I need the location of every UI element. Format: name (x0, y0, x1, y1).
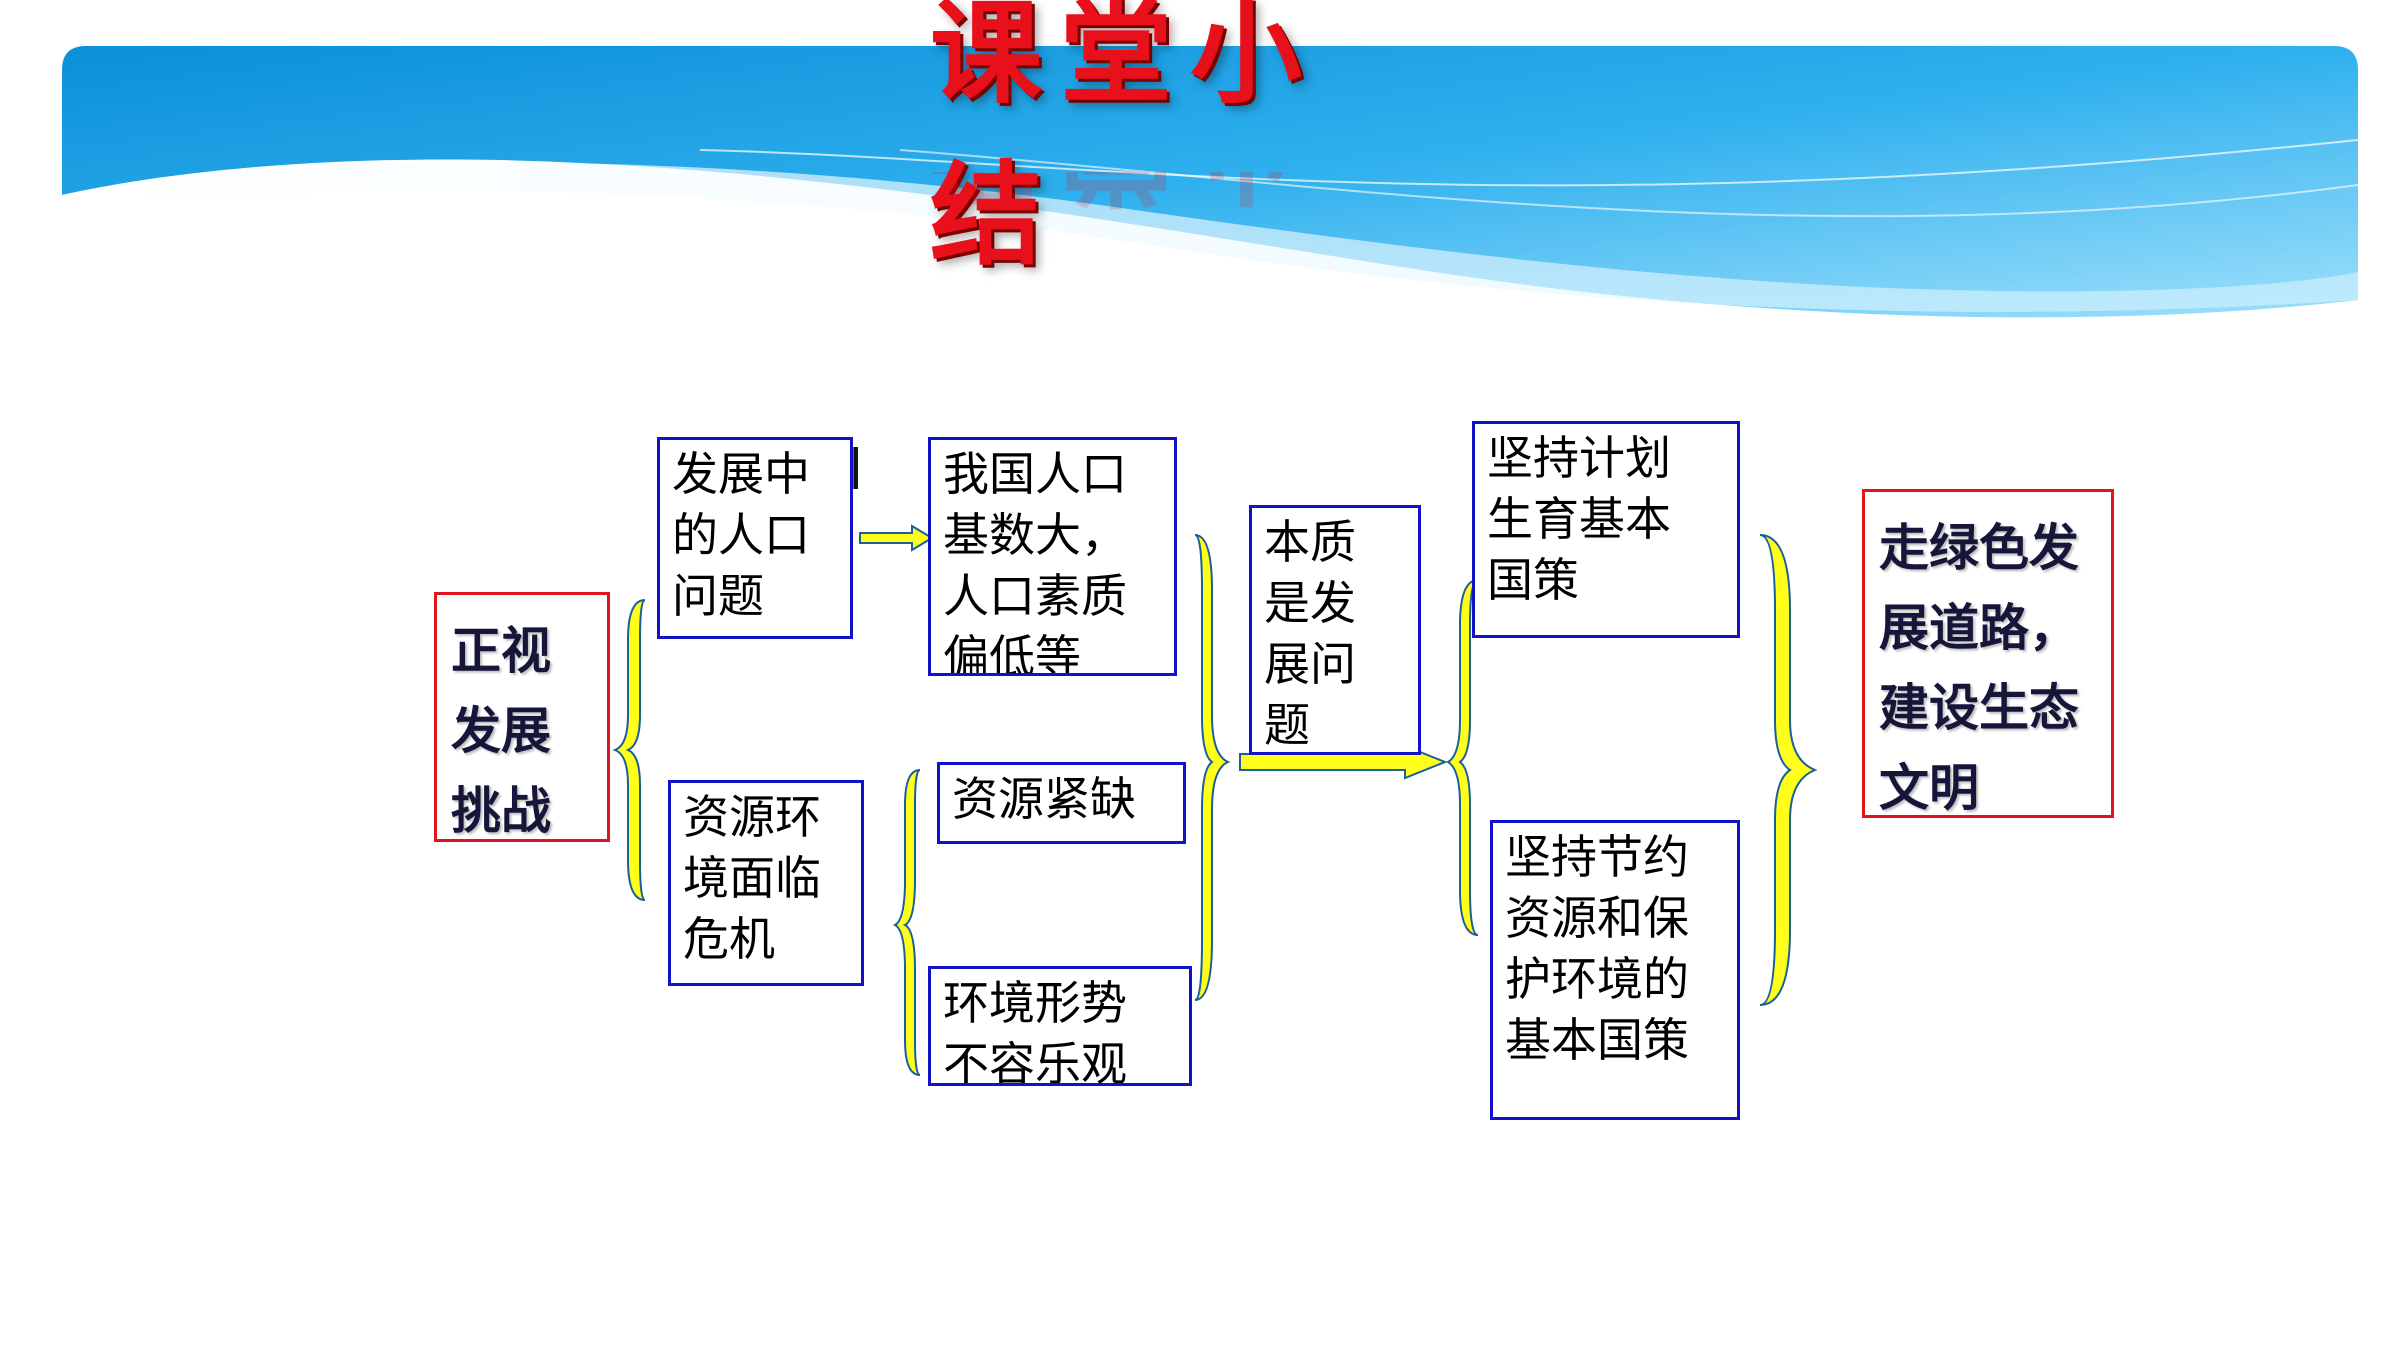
brace-root (612, 599, 646, 901)
brace-policies (1446, 579, 1479, 936)
node-root: 正视 发展 挑战 (434, 592, 610, 842)
node-family-planning: 坚持计划 生育基本 国策 (1472, 421, 1740, 638)
header-banner (62, 46, 2359, 318)
node-resource-shortage: 资源紧缺 (937, 762, 1186, 844)
arrow-population (859, 524, 934, 552)
brace-middle (1194, 534, 1231, 1001)
node-conservation-policy: 坚持节约 资源和保 护环境的 基本国策 (1490, 820, 1740, 1120)
brace-conclusion (1759, 534, 1818, 1006)
node-resource-crisis: 资源环 境面临 危机 (668, 780, 864, 986)
node-population-problem: 发展中 的人口 问题 (657, 437, 853, 639)
node-essence: 本质 是发 展问 题 (1249, 505, 1421, 755)
node-green-development: 走绿色发 展道路， 建设生态 文明 (1862, 489, 2114, 818)
node-environment-situation: 环境形势 不容乐观 (928, 966, 1192, 1086)
node-population-detail: 我国人口 基数大， 人口素质 偏低等 (928, 437, 1177, 676)
brace-resource (892, 769, 921, 1076)
